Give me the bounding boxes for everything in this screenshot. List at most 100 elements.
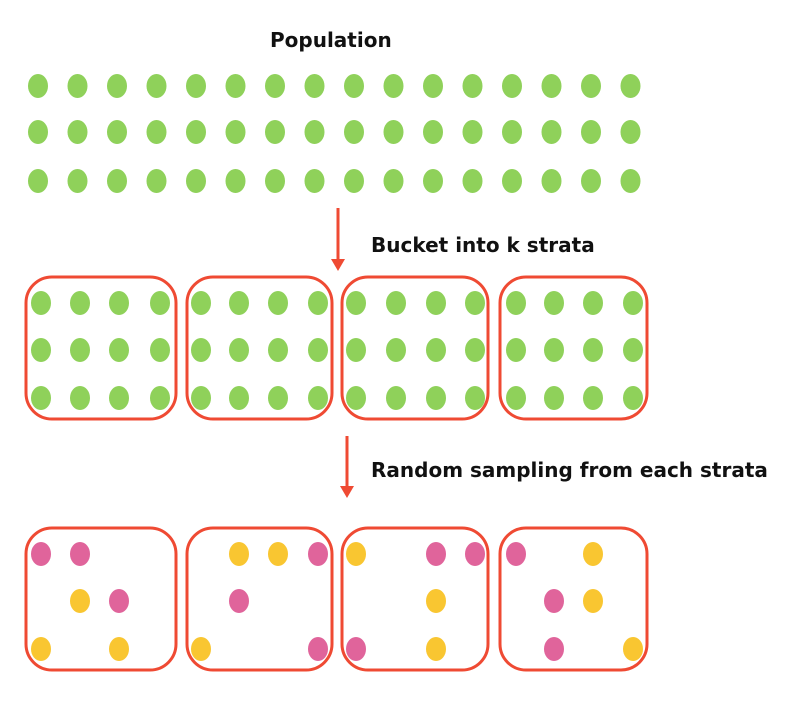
sample-dot-pink [426,542,446,566]
stratum-dot [426,291,446,315]
stratum-dot [544,291,564,315]
sample-dot-pink [70,542,90,566]
stratum-dot [191,386,211,410]
population-dot [28,120,48,144]
bucket-step-label: Bucket into k strata [371,233,595,257]
sample-dot-pink [31,542,51,566]
population-dot [304,74,325,98]
population-title: Population [270,28,392,52]
stratum-box [498,275,649,421]
stratum-dot [544,338,564,362]
stratum-dot [31,386,51,410]
sample-dot-pink [465,542,485,566]
stratum-dot [623,386,643,410]
stratum-dot [623,338,643,362]
population-dot [186,169,206,193]
stratum-dot [191,338,211,362]
population-dot [541,74,562,98]
stratum-dot [268,386,288,410]
population-dot [581,169,601,193]
stratum-dot [109,291,129,315]
stratum-dot [229,291,249,315]
sample-box [185,526,334,672]
sample-dot-yellow [229,542,249,566]
arrow-down-icon [340,486,354,498]
population-dot [225,74,246,98]
population-dot [344,74,364,98]
population-dot [383,74,404,98]
population-dot [107,169,127,193]
stratum-dot [583,386,603,410]
population-dot [67,120,88,144]
stratum-dot [268,338,288,362]
sample-dot-yellow [109,637,129,661]
population-dot [225,120,246,144]
stratum-dot [31,338,51,362]
population-dot [28,74,48,98]
sample-dot-yellow [583,589,603,613]
stratum-dot [465,291,485,315]
population-dot [541,169,562,193]
population-dot [67,74,88,98]
population-dot [344,169,364,193]
sample-dot-pink [109,589,129,613]
population-dot [620,74,641,98]
stratum-dot [623,291,643,315]
sample-dot-yellow [70,589,90,613]
population-dot [620,169,641,193]
sample-box [24,526,178,672]
stratum-dot [70,291,90,315]
stratum-dot [386,338,406,362]
population-dot [265,74,285,98]
sample-dot-yellow [191,637,211,661]
sample-dot-yellow [426,589,446,613]
population-dot [462,169,483,193]
population-dot [225,169,246,193]
sample-dot-yellow [623,637,643,661]
arrow-down-icon [331,259,345,271]
stratum-dot [426,386,446,410]
population-dot [502,169,522,193]
sampling-step-label: Random sampling from each strata [371,458,768,482]
stratum-dot [308,386,328,410]
stratum-dot [31,291,51,315]
population-dot [304,120,325,144]
stratum-dot [150,338,170,362]
sample-dot-yellow [583,542,603,566]
stratum-dot [229,386,249,410]
stratum-dot [308,338,328,362]
stratum-dot [308,291,328,315]
sample-dot-pink [229,589,249,613]
population-dot [107,74,127,98]
population-dot [146,74,167,98]
stratum-dot [268,291,288,315]
sample-dot-pink [506,542,526,566]
population-dot [502,120,522,144]
population-dot [423,74,443,98]
stratum-dot [70,338,90,362]
stratum-box [340,275,490,421]
sample-dot-yellow [426,637,446,661]
stratum-dot [426,338,446,362]
population-dot [265,120,285,144]
stratum-dot [70,386,90,410]
sample-box [340,526,490,672]
population-dot [146,169,167,193]
stratum-dot [583,338,603,362]
population-dot [620,120,641,144]
sample-dot-pink [308,542,328,566]
population-dot [462,120,483,144]
population-dot [462,74,483,98]
stratum-dot [191,291,211,315]
sample-dot-pink [346,637,366,661]
stratum-box [24,275,178,421]
stratum-dot [583,291,603,315]
population-dot [107,120,127,144]
stratum-dot [346,338,366,362]
population-dot [541,120,562,144]
sample-dot-pink [544,589,564,613]
population-dot [423,120,443,144]
population-dot [423,169,443,193]
population-dot [581,120,601,144]
